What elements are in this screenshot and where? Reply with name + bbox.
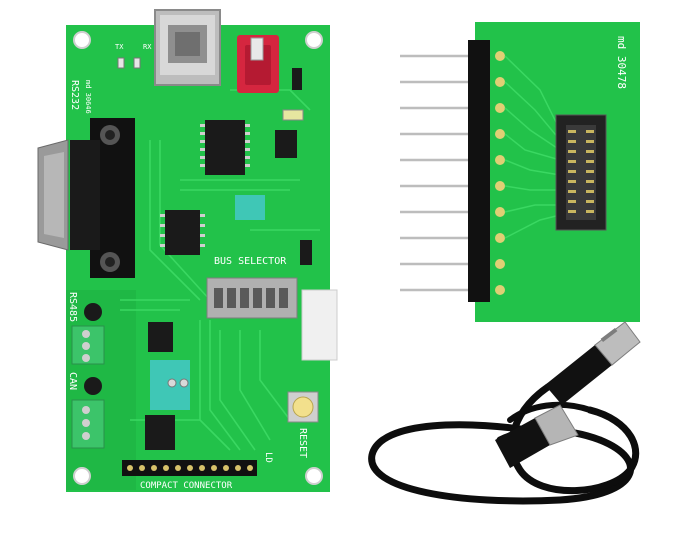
mount-hole-br — [305, 467, 323, 485]
ic-rs485-driver — [148, 322, 173, 352]
jumper-block-1 — [235, 195, 265, 220]
rs485-terminal-block[interactable] — [71, 303, 105, 365]
rx-label: RX — [143, 43, 152, 51]
can-label: CAN — [67, 372, 78, 390]
bus-selector-label: BUS SELECTOR — [214, 256, 287, 267]
ic-rs232-driver — [160, 210, 205, 255]
main-board: ON TX RX md 30646 RS232 — [37, 9, 338, 492]
jumper-pad-b — [179, 378, 189, 388]
usb-a-plug — [545, 321, 641, 405]
tx-led — [117, 57, 125, 69]
power-toggle-switch[interactable] — [237, 35, 279, 93]
main-board-id: md 30646 — [84, 80, 92, 114]
ic-eeprom — [275, 130, 297, 158]
adapter-pin-header[interactable] — [400, 40, 505, 302]
adapter-board: md 30478 — [400, 22, 640, 322]
ic-usb-uart — [200, 120, 250, 175]
rx-led — [133, 57, 141, 69]
db9-rs232-connector[interactable] — [37, 118, 135, 278]
mount-hole-bl — [73, 467, 91, 485]
usb-b-connector[interactable] — [154, 9, 221, 86]
usb-cable — [368, 321, 641, 505]
jumper-pad-a — [167, 378, 177, 388]
reset-button[interactable] — [287, 391, 319, 423]
mount-hole-tl — [73, 31, 91, 49]
reset-label: RESET — [297, 428, 308, 458]
rs485-label: RS485 — [67, 292, 78, 322]
led-label: LD — [263, 452, 273, 463]
side-header-connector — [301, 289, 338, 361]
bus-selector-dip-switch[interactable] — [206, 277, 298, 319]
usb-b-plug — [495, 404, 579, 468]
capacitor-2 — [300, 240, 312, 265]
adapter-fine-pitch-connector[interactable] — [555, 114, 607, 231]
adapter-traces — [504, 55, 561, 239]
rs232-label: RS232 — [69, 80, 80, 110]
mount-hole-tr — [305, 31, 323, 49]
compact-connector-label: COMPACT CONNECTOR — [140, 481, 233, 491]
tx-label: TX — [115, 43, 124, 51]
ic-can-driver — [145, 415, 175, 450]
can-terminal-block[interactable] — [71, 377, 105, 449]
crystal — [282, 109, 304, 121]
compact-connector-header[interactable] — [122, 460, 257, 476]
adapter-board-id: md 30478 — [615, 36, 628, 89]
capacitor-1 — [292, 68, 302, 90]
